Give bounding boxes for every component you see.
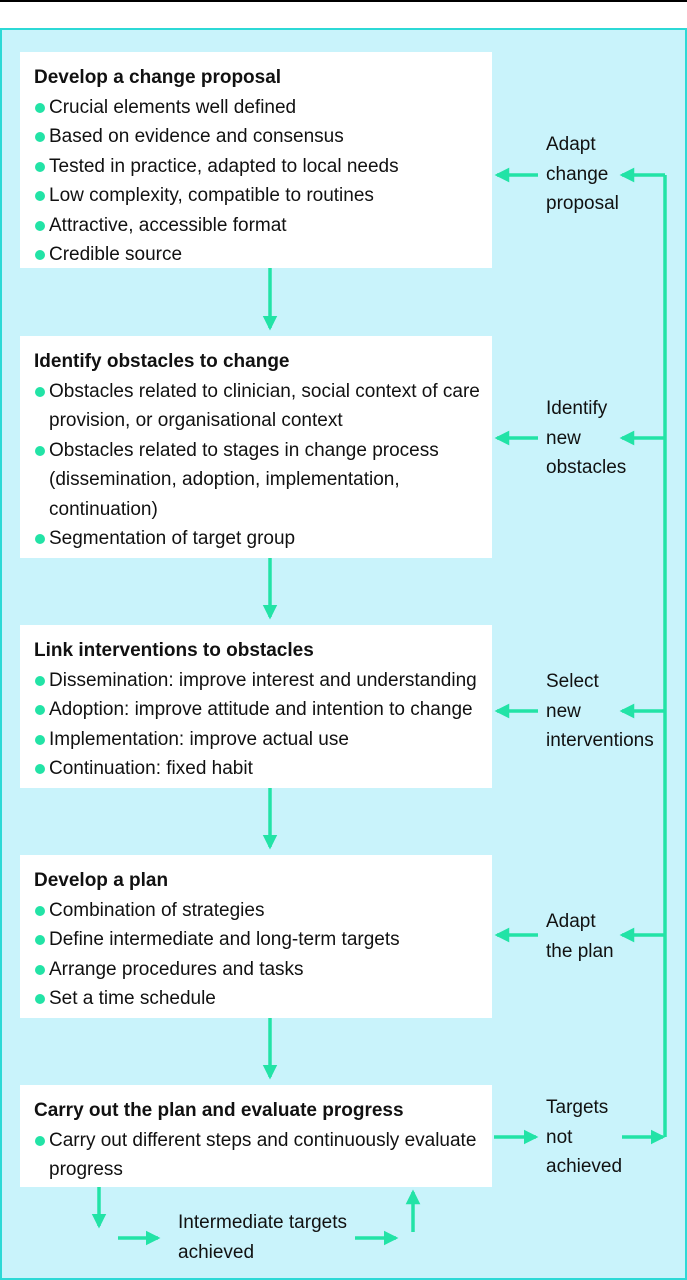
list-item: Combination of strategies (34, 896, 482, 926)
feedback-label-targets-not-achieved: Targets not achieved (546, 1097, 623, 1177)
step-list: Combination of strategies Define interme… (34, 896, 482, 1014)
list-item: Credible source (34, 240, 482, 270)
list-item: Attractive, accessible format (34, 211, 482, 241)
feedback-label-adapt-plan: Adapt the plan (546, 911, 614, 962)
step-title: Develop a plan (34, 870, 169, 891)
list-item: Dissemination: improve interest and unde… (34, 666, 482, 696)
list-item: Obstacles related to stages in change pr… (34, 436, 482, 525)
step-title: Carry out the plan and evaluate progress (34, 1100, 404, 1121)
list-item: Carry out different steps and continuous… (34, 1126, 482, 1185)
feedback-label-identify-obstacles: Identify new obstacles (546, 398, 627, 478)
step-title: Develop a change proposal (34, 67, 282, 88)
top-rule (0, 0, 687, 2)
step-box-link-interventions: Link interventions to obstacles Dissemin… (20, 625, 492, 788)
list-item: Set a time schedule (34, 984, 482, 1014)
step-box-develop-proposal: Develop a change proposal Crucial elemen… (20, 52, 492, 268)
step-title: Identify obstacles to change (34, 351, 290, 372)
intermediate-targets-label: Intermediate targets achieved (178, 1212, 347, 1263)
list-item: Adoption: improve attitude and intention… (34, 695, 482, 725)
feedback-label-select-interventions: Select new interventions (546, 671, 654, 751)
list-item: Tested in practice, adapted to local nee… (34, 152, 482, 182)
list-item: Low complexity, compatible to routines (34, 181, 482, 211)
step-box-carry-out-plan: Carry out the plan and evaluate progress… (20, 1085, 492, 1187)
list-item: Implementation: improve actual use (34, 725, 482, 755)
list-item: Crucial elements well defined (34, 93, 482, 123)
step-list: Dissemination: improve interest and unde… (34, 666, 482, 784)
feedback-label-adapt-proposal: Adapt change proposal (546, 134, 619, 214)
step-box-develop-plan: Develop a plan Combination of strategies… (20, 855, 492, 1018)
list-item: Define intermediate and long-term target… (34, 925, 482, 955)
list-item: Continuation: fixed habit (34, 754, 482, 784)
step-list: Obstacles related to clinician, social c… (34, 377, 482, 554)
step-list: Crucial elements well defined Based on e… (34, 93, 482, 270)
list-item: Obstacles related to clinician, social c… (34, 377, 482, 436)
list-item: Based on evidence and consensus (34, 122, 482, 152)
step-list: Carry out different steps and continuous… (34, 1126, 482, 1185)
step-title: Link interventions to obstacles (34, 640, 314, 661)
list-item: Segmentation of target group (34, 524, 482, 554)
step-box-identify-obstacles: Identify obstacles to change Obstacles r… (20, 336, 492, 558)
list-item: Arrange procedures and tasks (34, 955, 482, 985)
